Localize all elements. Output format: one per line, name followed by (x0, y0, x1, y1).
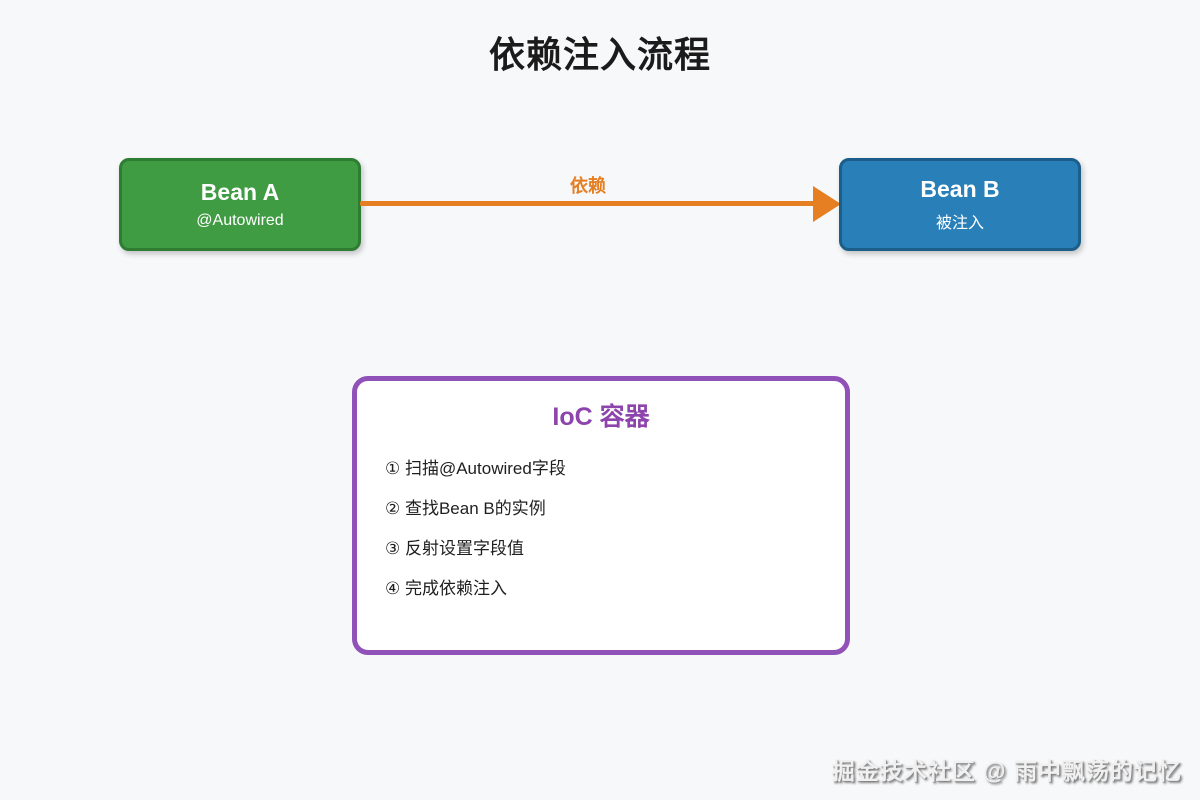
dependency-arrow-head-icon (813, 186, 841, 222)
ioc-container-panel: IoC 容器 ① 扫描@Autowired字段 ② 查找Bean B的实例 ③ … (352, 376, 850, 655)
page-title: 依赖注入流程 (488, 34, 711, 75)
ioc-container-title: IoC 容器 (552, 403, 650, 431)
ioc-step-1: ① 扫描@Autowired字段 (385, 459, 566, 478)
ioc-steps-list: ① 扫描@Autowired字段 ② 查找Bean B的实例 ③ 反射设置字段值… (357, 449, 845, 609)
watermark: 掘金技术社区 @ 雨中飘荡的记忆 (831, 758, 1182, 784)
bean-b-node: Bean B 被注入 (839, 158, 1081, 251)
ioc-step-2: ② 查找Bean B的实例 (385, 499, 546, 518)
dependency-arrow-label: 依赖 (570, 176, 606, 196)
ioc-step-4: ④ 完成依赖注入 (385, 579, 507, 598)
bean-a-title: Bean A (200, 179, 280, 205)
bean-b-subtitle: 被注入 (935, 215, 984, 232)
dependency-arrow-line (360, 201, 816, 206)
bean-a-node: Bean A @Autowired (119, 158, 361, 251)
ioc-step-3: ③ 反射设置字段值 (385, 539, 524, 558)
bean-a-subtitle: @Autowired (196, 212, 284, 229)
bean-b-title: Bean B (920, 176, 1000, 202)
